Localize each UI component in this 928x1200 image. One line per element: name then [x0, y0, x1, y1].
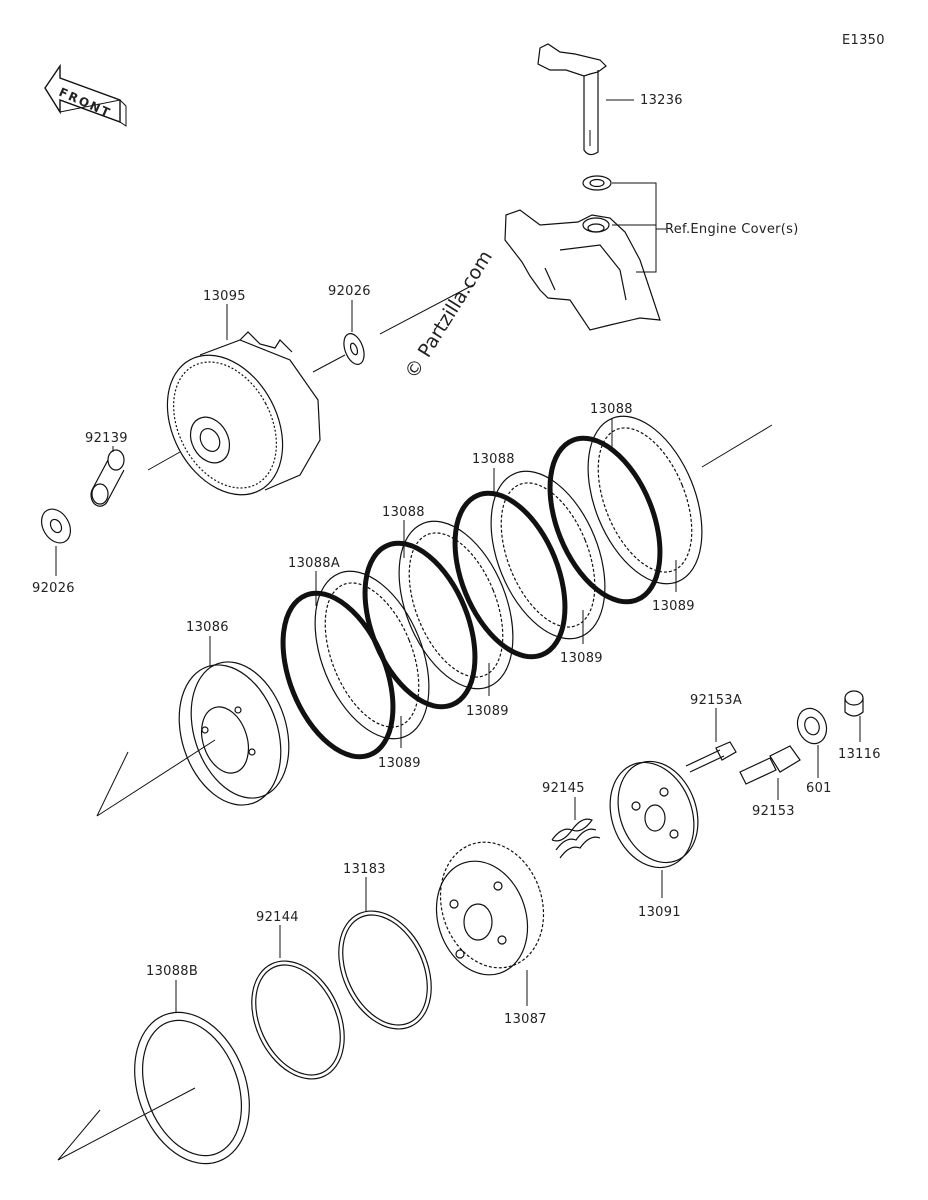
- clutch-housing: [166, 331, 321, 496]
- part-label-13183: 13183: [343, 862, 386, 877]
- part-label-13089-2: 13089: [560, 651, 603, 666]
- part-label-13091: 13091: [638, 905, 681, 920]
- part-label-13088-1: 13088: [590, 402, 633, 417]
- part-label-92026-left: 92026: [32, 581, 75, 596]
- lifter-plate: [609, 760, 699, 869]
- part-label-92145: 92145: [542, 781, 585, 796]
- part-label-92144: 92144: [256, 910, 299, 925]
- part-label-13095: 13095: [203, 289, 246, 304]
- part-label-92026-top: 92026: [328, 284, 371, 299]
- diagram-code: E1350: [842, 33, 885, 48]
- ring-13183: [338, 910, 432, 1030]
- part-label-13088A: 13088A: [288, 556, 340, 571]
- part-label-13088-3: 13088: [382, 505, 425, 520]
- part-label-13116: 13116: [838, 747, 881, 762]
- part-label-13236: 13236: [640, 93, 683, 108]
- front-arrow-icon: FRONT: [44, 63, 127, 127]
- part-label-92153A: 92153A: [690, 693, 742, 708]
- engine-cover: [504, 209, 661, 331]
- part-label-601: 601: [806, 781, 832, 796]
- part-label-13089-4: 13089: [378, 756, 421, 771]
- part-label-13089-3: 13089: [466, 704, 509, 719]
- part-label-13086: 13086: [186, 620, 229, 635]
- clutch-hub: [435, 841, 545, 976]
- washer-top: [343, 333, 365, 365]
- part-label-13088B: 13088B: [146, 964, 198, 979]
- ring-92144: [251, 960, 345, 1080]
- washer-left: [40, 508, 72, 544]
- bolt-92153: [739, 745, 801, 785]
- part-label-92139: 92139: [85, 431, 128, 446]
- bolt-92153a: [685, 741, 737, 773]
- part-label-92153: 92153: [752, 804, 795, 819]
- clutch-release-shaft: [537, 43, 607, 156]
- oil-seal: [582, 175, 612, 191]
- friction-plate-b: [134, 1011, 250, 1165]
- spring: [551, 818, 601, 859]
- pressure-plate: [178, 661, 290, 806]
- watermark: © Partzilla.com: [401, 247, 497, 383]
- ref-engine-cover-label: Ref.Engine Cover(s): [665, 222, 799, 237]
- part-label-13089-1: 13089: [652, 599, 695, 614]
- push-piece: [844, 690, 864, 717]
- bearing: [796, 707, 828, 745]
- sleeve: [90, 449, 125, 507]
- part-label-13088-2: 13088: [472, 452, 515, 467]
- part-label-13087: 13087: [504, 1012, 547, 1027]
